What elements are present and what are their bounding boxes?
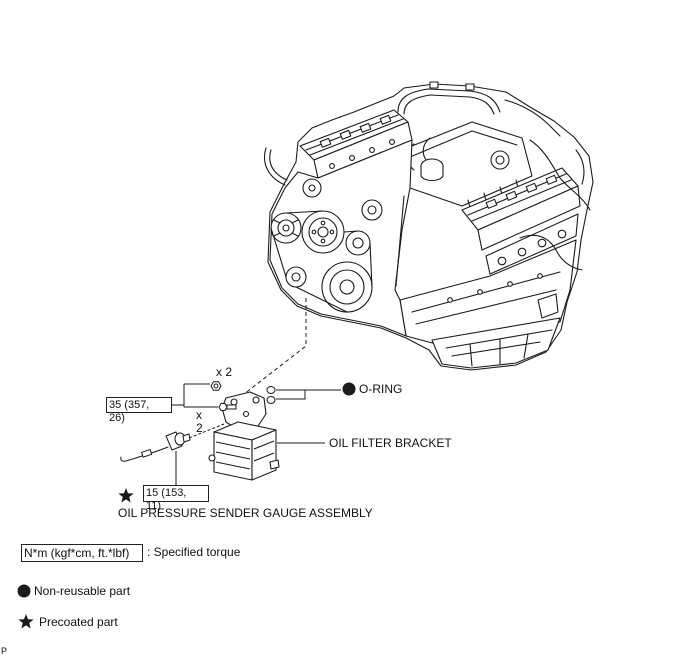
right-cylinder-head <box>477 185 581 251</box>
sender-wire-end <box>120 456 127 462</box>
bracket-bolt-torque-value: 35 (357, 26) <box>109 399 150 424</box>
bracket-hole <box>230 398 238 406</box>
upper-idler-pulley <box>302 178 322 198</box>
sender-gauge-label: OIL PRESSURE SENDER GAUGE ASSEMBLY <box>118 506 373 520</box>
intake-manifold-edge <box>409 130 518 158</box>
crankshaft-pulley <box>321 261 373 313</box>
left-head-bolts <box>329 139 395 169</box>
timing-cover-edge <box>395 195 405 287</box>
belt-tensioner <box>285 266 307 288</box>
upper-bolt-quantity: x 2 <box>216 365 233 379</box>
power-steering-pulley <box>361 199 383 221</box>
alternator <box>270 212 302 244</box>
oil-pan <box>431 317 561 369</box>
exhaust-manifold-ports <box>497 229 567 266</box>
bracket-bolt-torque-box: 35 (357, 26) <box>106 397 172 424</box>
sender-connector <box>141 449 153 458</box>
assembly-dashed-line-sender <box>188 423 225 439</box>
right-ignition-coils <box>485 174 558 209</box>
upper-coolant-pipe-inner <box>403 94 495 115</box>
throttle-body-bore <box>495 155 505 165</box>
left-ignition-coils <box>319 114 392 148</box>
legend-torque-units-box: N*m (kgf*cm, ft.*lbf) <box>21 544 143 562</box>
sender-torque-value: 15 (153, 11) <box>146 487 187 512</box>
bracket-lower-bolt <box>218 403 237 411</box>
oil-filter-bracket-illustration <box>208 391 280 481</box>
bracket-hole <box>252 396 260 404</box>
filter-housing-port <box>208 454 216 462</box>
wire-harness-lower <box>519 234 583 271</box>
fuel-line <box>504 99 561 137</box>
wire-harness-side <box>575 149 585 185</box>
o-ring-label: O-RING <box>359 382 403 396</box>
vacuum-hose <box>264 147 286 186</box>
leader-o-ring <box>276 389 341 400</box>
pipe-cap-right <box>465 83 475 91</box>
footer-code: P <box>1 646 8 656</box>
block-bolts <box>447 273 543 303</box>
leader-bracket-bolts <box>172 383 218 408</box>
star-icon <box>18 614 34 629</box>
legend-non-reusable-label: Non-reusable part <box>34 584 131 598</box>
pipe-cap-left <box>429 81 439 89</box>
engine-mount <box>537 293 559 319</box>
engine-assembly-illustration <box>264 81 594 371</box>
sender-precoated-star-icon <box>118 488 134 503</box>
sender-body <box>165 431 183 451</box>
oil-filler-neck <box>420 165 444 182</box>
legend-torque-description: : Specified torque <box>147 545 241 559</box>
idler-pulley <box>345 230 371 256</box>
sender-thread <box>182 433 191 443</box>
lower-bolt-quantity: x 2 <box>196 408 203 435</box>
cylinder-block-rib <box>411 271 561 325</box>
oil-pan-ribs <box>445 329 553 367</box>
o-ring-non-reusable-icon <box>342 382 356 396</box>
exhaust-manifold <box>485 213 579 275</box>
assembly-dashed-line-engine <box>243 298 307 395</box>
vacuum-hose-inner <box>269 149 288 181</box>
oil-filter-bracket-label: OIL FILTER BRACKET <box>329 436 452 450</box>
leader-lines <box>172 383 341 485</box>
sender-torque-box: 15 (153, 11) <box>143 485 209 512</box>
drive-belt <box>270 210 373 313</box>
filter-housing-fitting <box>269 459 280 470</box>
o-ring-upper <box>266 386 276 394</box>
cylinder-block <box>399 239 577 346</box>
bracket-hole <box>242 410 250 418</box>
water-pump-pulley <box>301 210 345 254</box>
o-ring-lower <box>266 396 276 404</box>
wire-harness-upper <box>529 139 591 211</box>
bracket-upper-bolt <box>210 381 222 391</box>
legend-precoated-label: Precoated part <box>39 615 118 629</box>
filled-circle-icon <box>17 584 31 598</box>
oil-pressure-sender-gauge-illustration <box>120 431 191 462</box>
upper-coolant-pipe <box>397 88 501 113</box>
filter-housing-ribs <box>215 440 275 470</box>
